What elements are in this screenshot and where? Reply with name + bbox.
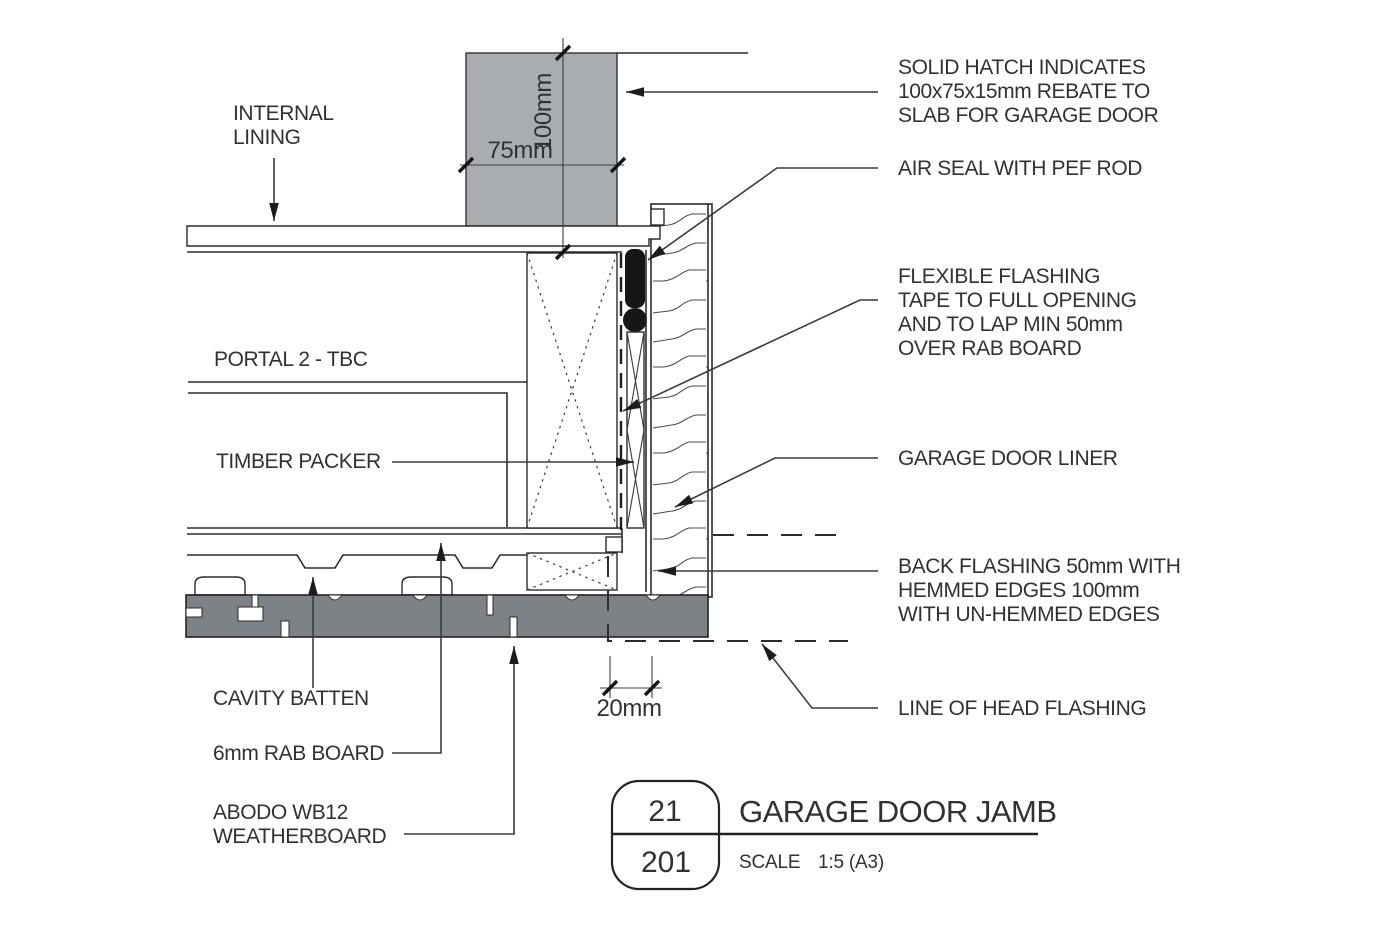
lining-board-shape <box>186 225 661 247</box>
garage-door-liner-leader <box>674 457 878 508</box>
packer-block-cross-2 <box>526 552 618 591</box>
solid-hatch-label: SLAB FOR GARAGE DOOR <box>898 104 1159 127</box>
detail-number: 21 <box>648 795 681 828</box>
packer-cross-hatch <box>626 331 645 529</box>
back-flashing-label: HEMMED EDGES 100mm <box>898 579 1139 602</box>
cavity-batten-label: CAVITY BATTEN <box>213 687 369 710</box>
head-flashing-lower-dash <box>607 556 848 642</box>
dimension-20mm: 20mm <box>596 656 662 722</box>
board-joint-notch-1 <box>237 606 264 622</box>
dim-tick <box>609 156 627 174</box>
flexible-flashing-label: FLEXIBLE FLASHING <box>898 265 1100 288</box>
dim-text-100mm: 100mm <box>530 73 557 151</box>
packer-block-cross-1 <box>526 552 618 591</box>
cavity-batten-1 <box>194 576 246 596</box>
head-flashing-leader <box>761 643 878 709</box>
rebate-fill <box>465 52 618 227</box>
dim-text-20mm: 20mm <box>596 695 661 722</box>
drip-groove-4 <box>645 594 661 601</box>
timber-packer-member <box>626 331 645 529</box>
rab-board-leader <box>392 543 446 754</box>
left-labels: INTERNAL LINING PORTAL 2 - TBC TIMBER PA… <box>213 102 387 848</box>
dimension-75mm: 75mm <box>457 137 627 174</box>
dim-text-75mm: 75mm <box>487 137 552 164</box>
air-seal-leader <box>647 167 878 261</box>
dim-tick <box>601 679 619 697</box>
internal-lining-label: LINING <box>233 126 301 149</box>
air-seal-label: AIR SEAL WITH PEF ROD <box>898 157 1142 180</box>
sheet-number: 201 <box>641 846 691 879</box>
board-end-notch <box>185 607 203 618</box>
air-seal-rod <box>625 249 645 308</box>
back-flashing-label: WITH UN-HEMMED EDGES <box>898 603 1160 626</box>
drawing-title: GARAGE DOOR JAMB <box>739 794 1057 829</box>
timber-packer-label: TIMBER PACKER <box>216 450 381 473</box>
drip-groove-2 <box>412 594 428 601</box>
drip-groove-3 <box>564 594 580 601</box>
weatherboard-label: WEATHERBOARD <box>213 825 387 848</box>
board-joint-slot-4 <box>509 616 518 638</box>
stud-outline <box>526 252 618 529</box>
flexible-flashing-label: AND TO LAP MIN 50mm <box>898 313 1123 336</box>
head-flashing-dashed-line <box>607 534 848 642</box>
weatherboard-leader <box>404 646 519 835</box>
pef-rod <box>623 308 647 332</box>
dim-tick <box>554 44 572 62</box>
portal-member-outline <box>188 392 508 527</box>
weatherboard-label: ABODO WB12 <box>213 801 348 824</box>
garage-door-liner-label: GARAGE DOOR LINER <box>898 447 1118 470</box>
solid-hatch-label: SOLID HATCH INDICATES <box>898 56 1146 79</box>
portal-label: PORTAL 2 - TBC <box>214 348 368 371</box>
drawing-scale-label: SCALE <box>739 852 800 873</box>
internal-lining-board <box>186 225 661 253</box>
back-flashing-label: BACK FLASHING 50mm WITH <box>898 555 1181 578</box>
dim-tick <box>554 243 572 261</box>
flexible-flashing-label: OVER RAB BOARD <box>898 337 1082 360</box>
right-labels: SOLID HATCH INDICATES 100x75x15mm REBATE… <box>898 56 1181 720</box>
dim-tick <box>457 156 475 174</box>
jamb-liner <box>650 203 713 598</box>
rab-board-label: 6mm RAB BOARD <box>213 742 384 765</box>
drawing-scale-value: 1:5 (A3) <box>818 852 884 873</box>
air-seal-assembly <box>623 249 647 332</box>
liner-grain <box>653 206 708 595</box>
head-flashing-label: LINE OF HEAD FLASHING <box>898 697 1146 720</box>
board-joint-slot-2 <box>280 620 290 638</box>
wrap-line <box>187 554 600 569</box>
title-block: 21 201 GARAGE DOOR JAMB SCALE 1:5 (A3) <box>610 779 1057 891</box>
dimension-100mm: 100mm <box>530 38 572 261</box>
cavity-batten-2 <box>401 576 453 596</box>
internal-lining-label: INTERNAL <box>233 102 334 125</box>
jamb-stud <box>526 252 618 529</box>
liner-rebate-notch <box>650 208 665 226</box>
flexible-flashing-leader <box>622 299 878 412</box>
leader-lines <box>269 87 878 835</box>
rebate-hatch-block <box>465 52 748 246</box>
flashing-hem-step <box>605 536 623 553</box>
drip-groove-1 <box>327 594 343 601</box>
flexible-flashing-label: TAPE TO FULL OPENING <box>898 289 1137 312</box>
back-flashing <box>605 250 647 592</box>
dim-tick <box>643 679 661 697</box>
board-joint-slot-3 <box>486 594 494 616</box>
weatherboard-fill <box>185 594 709 638</box>
packer-outline <box>626 331 645 529</box>
weatherboard-profile <box>185 594 709 638</box>
jamb-packer-block <box>526 552 618 591</box>
solid-hatch-label: 100x75x15mm REBATE TO <box>898 80 1150 103</box>
